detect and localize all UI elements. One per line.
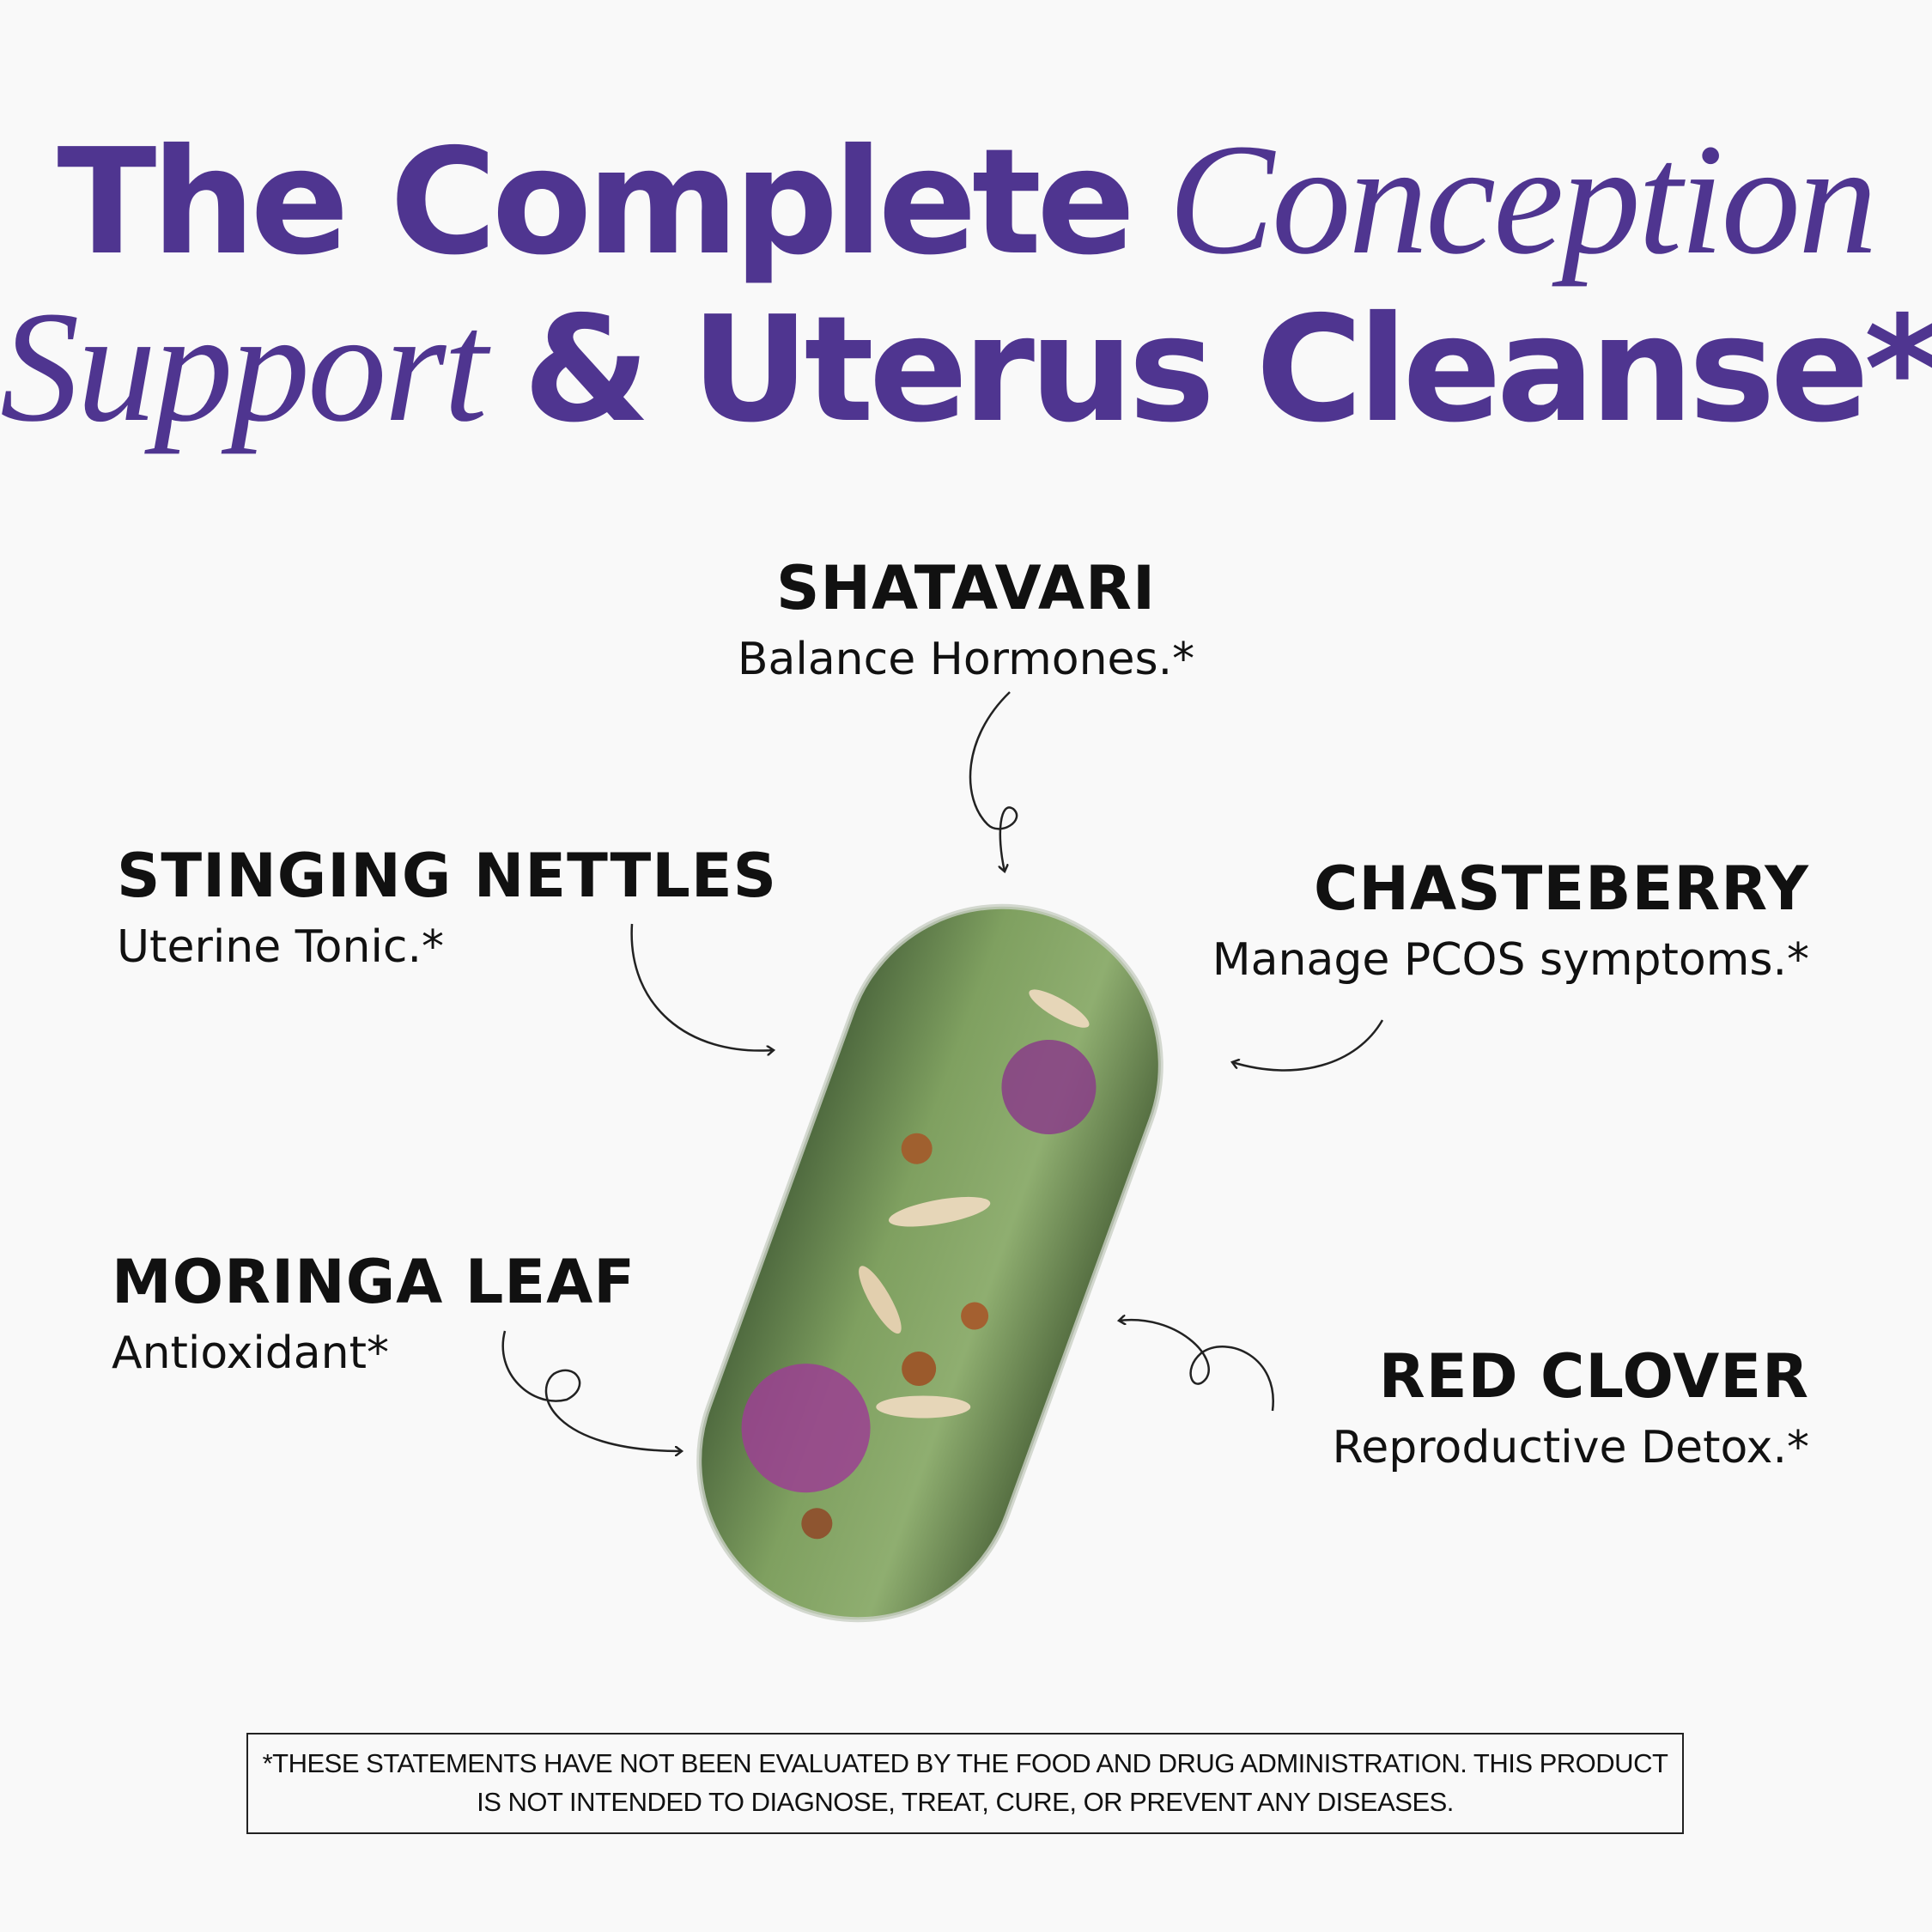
ingredient-shatavari: SHATAVARI Balance Hormones.*: [0, 558, 1932, 682]
headline-italic-2: Support: [0, 279, 488, 455]
ingredient-name: MORINGA LEAF: [112, 1247, 636, 1317]
headline-bold-1: The Complete: [57, 118, 1135, 288]
ingredient-stinging-nettles: STINGING NETTLES Uterine Tonic.*: [117, 846, 777, 969]
disclaimer-line-1: *THESE STATEMENTS HAVE NOT BEEN EVALUATE…: [262, 1748, 1668, 1779]
ingredient-benefit: Reproductive Detox.*: [1332, 1422, 1809, 1473]
arrow-moringa-leaf: [501, 1330, 682, 1451]
ingredient-name: RED CLOVER: [1378, 1341, 1809, 1412]
ingredient-name: STINGING NETTLES: [117, 841, 778, 911]
arrow-red-clover: [1119, 1320, 1274, 1412]
headline-line-1: The Complete Conception: [0, 120, 1932, 279]
headline-bold-2: & Uterus Cleanse*: [523, 285, 1932, 455]
arrow-stinging-nettles: [630, 923, 774, 1051]
ingredient-benefit: Antioxidant*: [112, 1327, 390, 1379]
headline-line-2: Support & Uterus Cleanse*: [0, 288, 1932, 447]
ingredient-benefit: Uterine Tonic.*: [117, 921, 445, 973]
herb-capsule: [696, 903, 1163, 1623]
ingredient-moringa-leaf: MORINGA LEAF Antioxidant*: [112, 1252, 635, 1376]
ingredient-chasteberry: CHASTEBERRY Manage PCOS symptoms.*: [1212, 859, 1809, 982]
arrow-chasteberry: [1232, 1019, 1384, 1072]
ingredient-name: SHATAVARI: [775, 553, 1157, 623]
headline-italic-1: Conception: [1168, 112, 1878, 288]
pointer-arrows: [501, 691, 1384, 1451]
ingredient-name: CHASTEBERRY: [1314, 854, 1809, 924]
ingredient-benefit: Manage PCOS symptoms.*: [1212, 934, 1809, 986]
arrow-shatavari: [969, 691, 1018, 872]
ingredient-red-clover: RED CLOVER Reproductive Detox.*: [1333, 1346, 1809, 1470]
ingredient-benefit: Balance Hormones.*: [737, 634, 1195, 685]
fda-disclaimer: *THESE STATEMENTS HAVE NOT BEEN EVALUATE…: [246, 1733, 1684, 1834]
disclaimer-line-2: IS NOT INTENDED TO DIAGNOSE, TREAT, CURE…: [477, 1787, 1454, 1817]
